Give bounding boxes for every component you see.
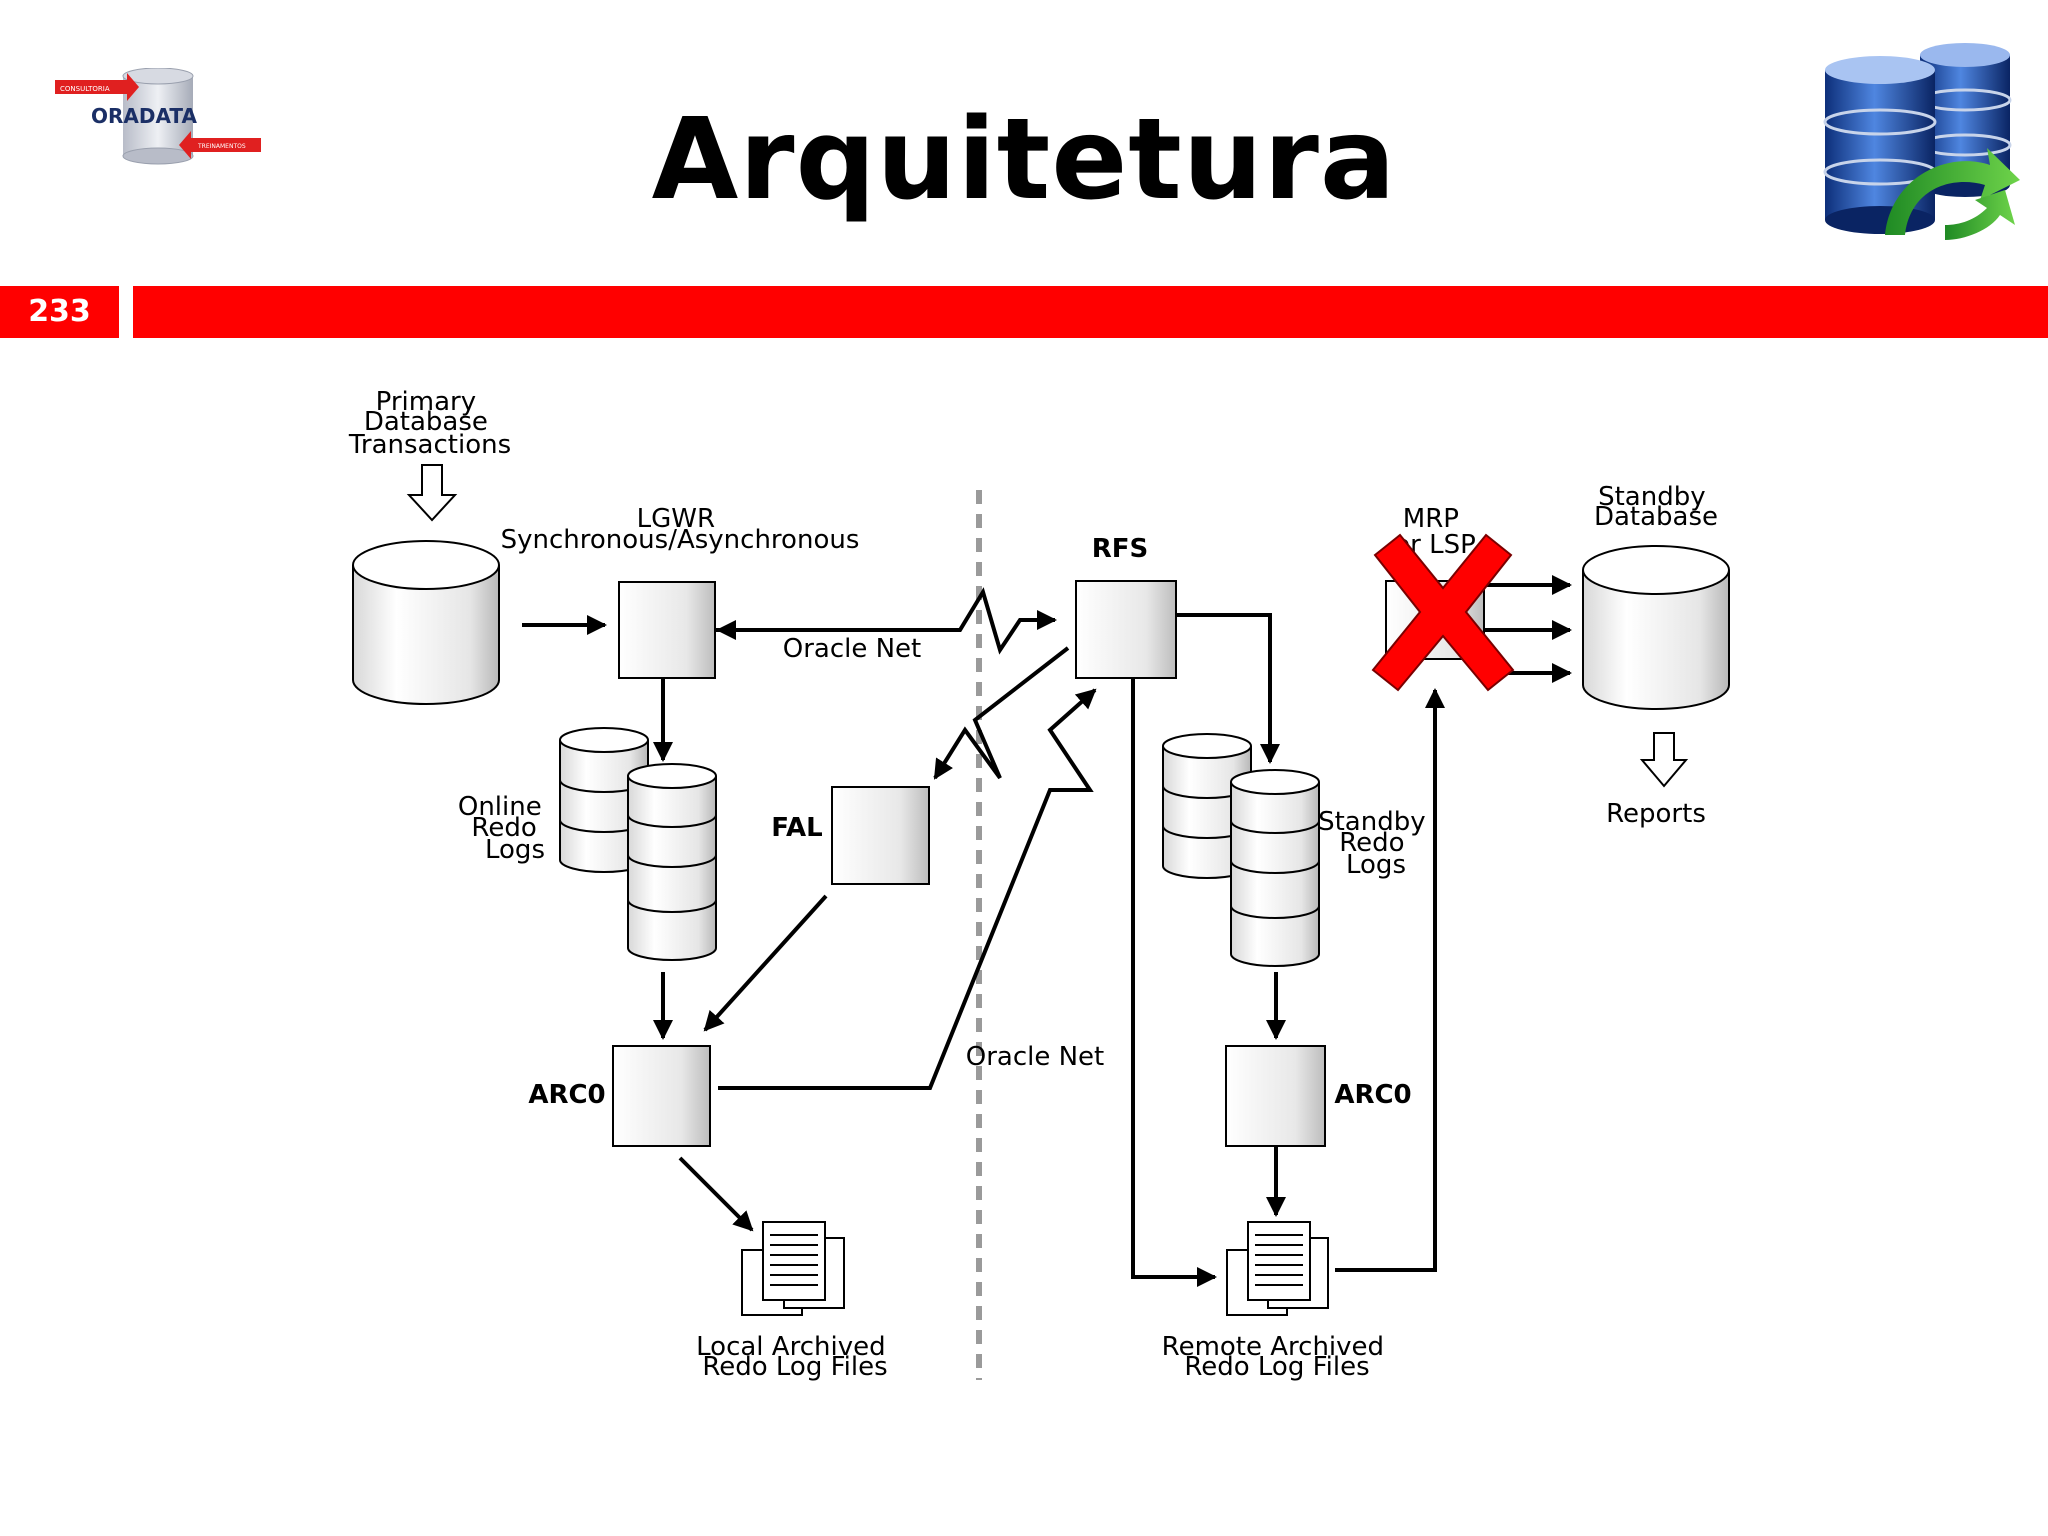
logo-main-text: ORADATA [91,104,197,128]
remote-archived-files-icon [1226,1221,1329,1316]
header-bar [133,286,2048,338]
rfs-process-box [1075,580,1177,679]
hollow-down-arrow-reports-icon [1639,732,1689,788]
arrow-remote-archived-to-mrp [1335,688,1445,1272]
lgwr-label: LGWR Synchronous/Asynchronous [501,504,860,555]
arc0-left-label: ARC0 [528,1080,605,1110]
oracle-net-link-top [715,587,1057,655]
standby-redo-logs-cylinders [1162,733,1320,967]
disabled-x-icon [1371,533,1515,692]
standby-database-cylinder [1582,545,1730,710]
arc0-right-process-box [1225,1045,1326,1147]
fal-label: FAL [771,813,822,843]
local-archived-files-icon [741,1221,845,1316]
standby-redo-logs-label: Standby Redo Logs [1318,807,1434,880]
oracle-net-top-label: Oracle Net [783,634,922,664]
hollow-down-arrow-icon [406,464,458,522]
primary-database-cylinder [352,540,500,705]
local-archived-label: Local Archived Redo Log Files [696,1332,894,1382]
oracle-net-link-bottom [718,688,1097,1090]
logo-top-text: CONSULTORIA [60,85,110,93]
oradata-logo: CONSULTORIA ORADATA TREINAMENTOS [55,67,265,168]
primary-transactions-label: Primary Database Transactions [348,387,511,460]
reports-label: Reports [1606,799,1706,829]
slide-title: Arquitetura [651,95,1397,225]
online-redo-logs-cylinders [559,727,717,961]
database-sync-icon [1815,40,2030,250]
arc0-right-label: ARC0 [1334,1080,1411,1110]
fal-process-box [831,786,930,885]
remote-archived-label: Remote Archived Redo Log Files [1162,1332,1393,1382]
arrow-fal-to-arc0 [703,894,828,1032]
arrow-rfs-to-remote-archived [1131,678,1217,1287]
arc0-left-process-box [612,1045,711,1147]
arrow-arc0-to-local-archived [678,1156,754,1232]
online-redo-logs-label: Online Redo Logs [458,792,550,865]
logo-bottom-text: TREINAMENTOS [197,143,246,150]
page-number: 233 [0,286,119,338]
fal-request-link [933,646,1070,780]
lgwr-process-box [618,581,716,679]
database-logo-icon: CONSULTORIA ORADATA TREINAMENTOS [55,67,261,165]
oracle-net-bottom-label: Oracle Net [966,1042,1105,1072]
arrow-rfs-to-standby-redo [1176,613,1280,764]
rfs-label: RFS [1092,534,1149,564]
standby-database-label: Standby Database [1594,482,1718,532]
